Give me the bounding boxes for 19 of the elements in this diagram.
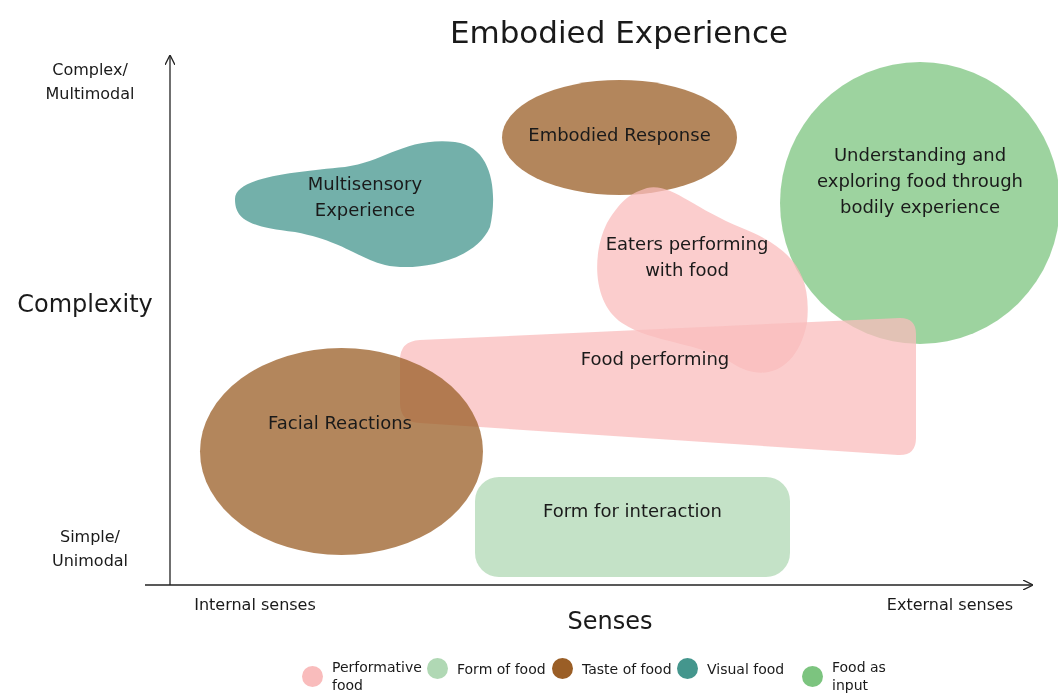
axis-title: Complexity	[16, 289, 154, 320]
legend-label: Performative food	[332, 658, 422, 694]
legend-label: Taste of food	[582, 659, 672, 678]
axis-title: Senses	[566, 606, 654, 637]
legend-label: Visual food	[707, 659, 786, 678]
node-label: Multisensory Experience	[306, 172, 424, 222]
node-label: Form for interaction	[542, 499, 723, 523]
node-label: Food performing	[579, 347, 731, 371]
legend-label: Food as input	[832, 658, 887, 694]
node-label: Eaters performing with food	[604, 232, 770, 282]
node-label: Facial Reactions	[267, 411, 413, 435]
axis-label: Internal senses	[193, 594, 317, 616]
node-label: Understanding and exploring food through bodily experience	[815, 143, 1024, 219]
title: Embodied Experience	[448, 13, 790, 52]
axis-label: Simple/ Unimodal	[50, 526, 130, 572]
axis-label: Complex/ Multimodal	[44, 59, 136, 105]
node-label: Embodied Response	[527, 123, 712, 147]
axis-label: External senses	[885, 594, 1015, 616]
legend-label: Form of food	[457, 659, 547, 678]
